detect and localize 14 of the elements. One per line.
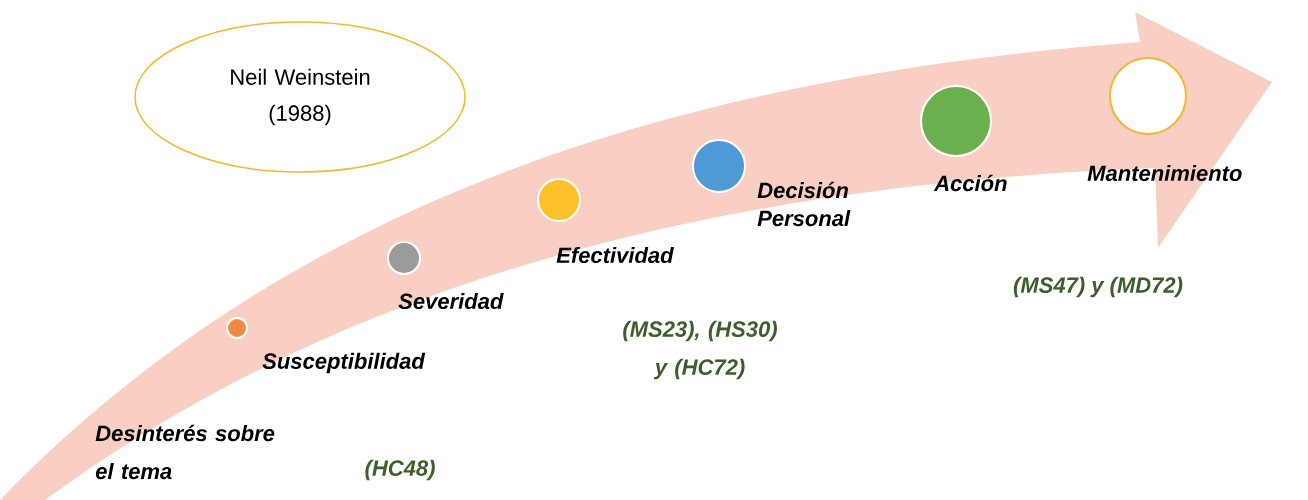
- circle-marker: [1109, 57, 1187, 135]
- stage-label: Desinterés sobre el tema: [95, 424, 275, 480]
- reference-code: (MS23), (HS30) y (HC72): [623, 320, 777, 380]
- stage-label: Decisión Personal: [757, 181, 851, 227]
- stage-label: Susceptibilidad: [262, 352, 426, 374]
- stage-label: Mantenimiento: [1087, 164, 1242, 182]
- circle-marker: [692, 139, 746, 193]
- circle-marker: [920, 85, 992, 157]
- stage-label: Efectividad: [556, 246, 674, 264]
- reference-code: (HC48): [365, 459, 435, 481]
- circle-marker: [537, 178, 581, 222]
- reference-code: (MS47) y (MD72): [1013, 276, 1183, 298]
- stage-label: Acción: [933, 174, 1007, 192]
- stage-label: Severidad: [398, 292, 504, 310]
